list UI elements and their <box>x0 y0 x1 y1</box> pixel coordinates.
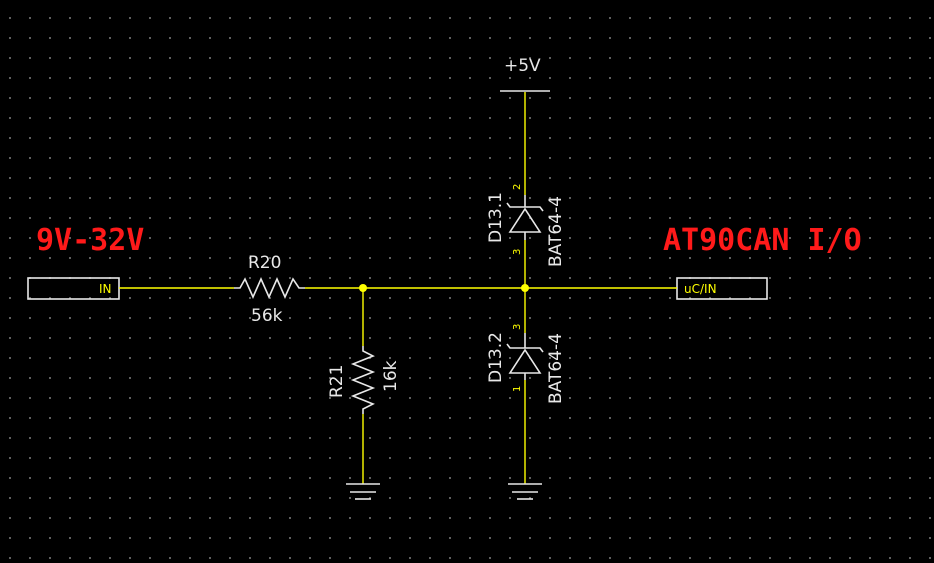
output-port-label: uC/IN <box>684 282 717 296</box>
d13-1-pin-bottom: 3 <box>512 249 523 255</box>
r21-value: 16k <box>381 360 401 392</box>
resistor-r20[interactable]: R20 56k <box>234 253 305 326</box>
r21-ref: R21 <box>327 365 347 398</box>
d13-1-triangle <box>508 207 542 233</box>
d13-2-triangle <box>508 348 542 374</box>
wires <box>119 92 677 484</box>
output-port[interactable]: uC/IN <box>676 277 768 300</box>
ground-d13-2[interactable] <box>508 483 542 500</box>
r20-ref: R20 <box>248 253 281 273</box>
r20-symbol <box>234 277 305 299</box>
power-supply-5v[interactable]: +5V <box>500 56 550 92</box>
target-note: AT90CAN I/O <box>663 223 862 258</box>
r20-value: 56k <box>251 306 283 326</box>
d13-2-ref: D13.2 <box>486 332 506 383</box>
d13-1-value: BAT64-4 <box>546 196 566 267</box>
junction-diodes <box>521 284 529 292</box>
junction-r21 <box>359 284 367 292</box>
input-range-note: 9V-32V <box>36 223 144 258</box>
diode-d13-2[interactable]: 3 1 D13.2 BAT64-4 <box>486 324 566 404</box>
r21-symbol <box>350 346 376 414</box>
supply-label: +5V <box>504 56 541 76</box>
d13-2-pin-top: 3 <box>512 324 523 330</box>
d13-2-pin-bottom: 1 <box>512 386 523 392</box>
d13-1-ref: D13.1 <box>486 192 506 243</box>
d13-1-pin-top: 2 <box>512 184 523 190</box>
input-port-label: IN <box>99 282 112 296</box>
d13-2-value: BAT64-4 <box>546 333 566 404</box>
ground-r21[interactable] <box>346 483 380 500</box>
resistor-r21[interactable]: R21 16k <box>327 346 401 414</box>
input-port[interactable]: IN <box>27 277 120 300</box>
diode-d13-1[interactable]: 2 3 D13.1 BAT64-4 <box>486 184 566 267</box>
